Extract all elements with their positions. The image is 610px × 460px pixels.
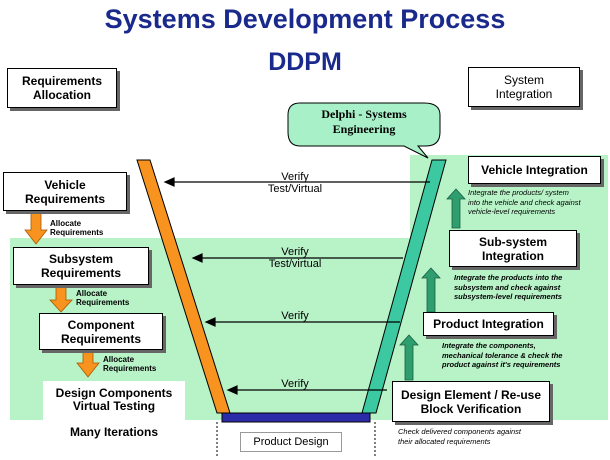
component-requirements-box: Component Requirements: [39, 313, 163, 350]
verify-label-2: Verify Test/virtual: [268, 246, 322, 270]
design-components-box: Design Components Virtual Testing Many I…: [43, 381, 185, 445]
subsystem-requirements-box: Subsystem Requirements: [13, 247, 149, 285]
allocate-requirements-label-1: Allocate Requirements: [50, 219, 104, 237]
allocate-down-arrow-3: [76, 347, 100, 378]
verify-label-3: Verify: [281, 310, 309, 322]
left-v-leg: [136, 159, 231, 414]
product-integration-note: Integrate the components, mechanical tol…: [442, 341, 563, 369]
allocate-requirements-label-3: Allocate Requirements: [103, 355, 157, 373]
product-integration-box: Product Integration: [423, 312, 554, 336]
subsystem-integration-box: Sub-system Integration: [449, 230, 577, 267]
integrate-up-arrow-2: [421, 267, 441, 313]
product-design-label: Product Design: [240, 432, 342, 452]
system-integration-header: System Integration: [468, 67, 580, 107]
integrate-up-arrow-3: [399, 334, 419, 381]
requirements-allocation-header: Requirements Allocation: [7, 68, 117, 108]
bottom-bar: [221, 412, 371, 423]
design-element-box: Design Element / Re-use Block Verificati…: [392, 381, 550, 422]
verify-label-1: Verify Test/Virtual: [267, 171, 323, 195]
vehicle-integration-note: Integrate the products/ system into the …: [468, 188, 581, 216]
allocate-requirements-label-2: Allocate Requirements: [76, 289, 130, 307]
speech-bubble-shape: [287, 102, 441, 159]
design-element-note: Check delivered components against their…: [398, 427, 521, 446]
integrate-up-arrow-1: [446, 188, 466, 229]
page-subtitle: DDPM: [268, 48, 342, 76]
verify-label-4: Verify: [281, 378, 309, 390]
allocate-down-arrow-2: [49, 284, 73, 313]
vehicle-integration-box: Vehicle Integration: [468, 156, 601, 184]
subsystem-integration-note: Integrate the products into the subsyste…: [454, 273, 563, 301]
right-v-leg: [361, 159, 447, 414]
delphi-systems-engineering-label: Delphi - Systems Engineering: [321, 107, 407, 136]
vehicle-requirements-box: Vehicle Requirements: [3, 172, 127, 211]
page-title: Systems Development Process: [104, 4, 506, 34]
allocate-down-arrow-1: [24, 210, 48, 245]
